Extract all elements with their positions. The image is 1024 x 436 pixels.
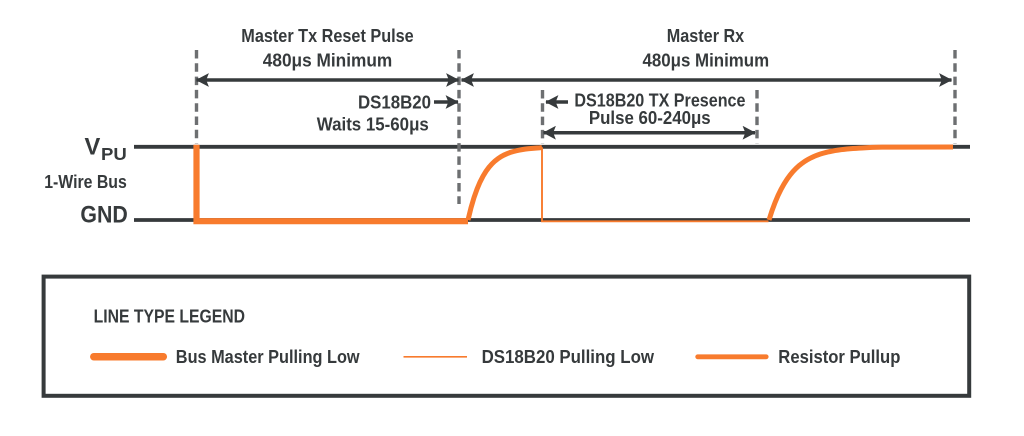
svg-text:Master Tx Reset Pulse: Master Tx Reset Pulse xyxy=(241,25,413,46)
svg-text:Bus Master Pulling Low: Bus Master Pulling Low xyxy=(176,346,360,367)
svg-text:480μs Minimum: 480μs Minimum xyxy=(263,49,393,70)
svg-text:PU: PU xyxy=(101,144,127,164)
svg-text:DS18B20 TX Presence: DS18B20 TX Presence xyxy=(574,89,745,110)
svg-text:1-Wire Bus: 1-Wire Bus xyxy=(44,171,127,192)
svg-text:DS18B20 Pulling Low: DS18B20 Pulling Low xyxy=(482,346,655,367)
svg-text:Pulse 60-240μs: Pulse 60-240μs xyxy=(589,107,711,128)
svg-text:LINE TYPE LEGEND: LINE TYPE LEGEND xyxy=(94,306,245,327)
svg-text:GND: GND xyxy=(80,201,127,228)
svg-text:Master Rx: Master Rx xyxy=(667,25,745,46)
svg-text:Resistor Pullup: Resistor Pullup xyxy=(778,346,900,367)
svg-text:480μs Minimum: 480μs Minimum xyxy=(643,50,770,71)
svg-text:Waits 15-60μs: Waits 15-60μs xyxy=(317,113,429,134)
svg-text:V: V xyxy=(85,133,101,160)
svg-text:DS18B20: DS18B20 xyxy=(358,91,431,112)
